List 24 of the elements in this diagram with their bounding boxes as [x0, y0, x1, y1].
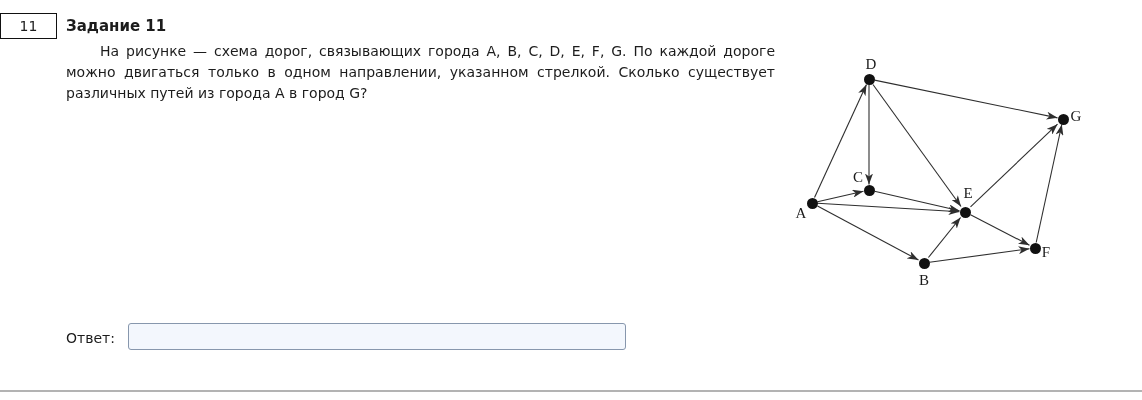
answer-label: Ответ:: [66, 329, 115, 347]
task-text: На рисунке — схема дорог, связывающих города A, B, C, D, E, F, G. По каждой дороге можно двигаться только в одном направлении, указанном стрелкой. Сколько существует различных путей из города A в город G?: [66, 42, 775, 103]
arrow: [927, 216, 962, 259]
arrow: [816, 205, 920, 261]
arrow: [928, 246, 1031, 263]
arrow: [1035, 123, 1064, 244]
arrow: [816, 202, 961, 215]
arrow: [872, 83, 962, 208]
arrow: [873, 190, 961, 213]
arrow: [969, 214, 1031, 246]
arrow: [816, 189, 865, 203]
vertex-label: E: [963, 185, 973, 201]
arrow: [865, 83, 873, 186]
vertex-label: B: [919, 272, 929, 288]
vertex-label: D: [865, 56, 877, 72]
task-number: 11: [0, 13, 57, 39]
vertex-label: G: [1070, 108, 1082, 124]
task-title: Задание 11: [66, 17, 167, 35]
vertex-label: C: [853, 169, 863, 185]
arrow: [873, 79, 1059, 120]
vertex-label: F: [1041, 244, 1051, 260]
arrow: [814, 83, 867, 199]
vertex-label: A: [795, 205, 807, 221]
arrow: [969, 123, 1059, 208]
